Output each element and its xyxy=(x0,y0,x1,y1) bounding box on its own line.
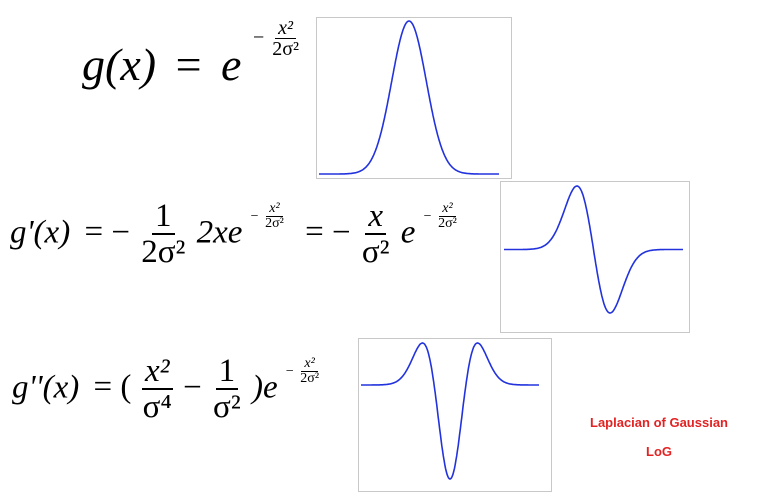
g2-exp-num: x² xyxy=(301,357,318,373)
g1-equals: = xyxy=(84,214,104,251)
g1-lhs: g'(x) xyxy=(10,214,71,251)
g2-lhs: g''(x) xyxy=(12,369,80,406)
g1-exp-num: x² xyxy=(266,202,283,218)
g1-fraction2: x σ² xyxy=(359,200,393,270)
g2-exp-den: 2σ² xyxy=(300,371,320,387)
g1-equals2: = xyxy=(305,214,324,251)
g1-fraction1: 1 2σ² xyxy=(138,200,188,270)
second-derivative-equation: g''(x) = ( x² σ⁴ − 1 σ² )e − x² 2σ² xyxy=(12,355,322,425)
log-annotation-abbrev: LoG xyxy=(646,444,672,459)
g1-exp2-fraction: x² 2σ² xyxy=(435,202,460,232)
g-exp-num: x² xyxy=(275,18,297,40)
g-lhs: g(x) xyxy=(82,39,157,90)
g2-exp-fraction: x² 2σ² xyxy=(297,357,322,387)
g1-f2-num: x xyxy=(365,200,386,235)
first-derivative-equation: g'(x) = − 1 2σ² 2xe − x² 2σ² = − x σ² e … xyxy=(10,200,460,270)
g1-exp2-num: x² xyxy=(439,202,456,218)
gaussian-plot-svg xyxy=(319,20,499,175)
gaussian-equation: g(x) = e − x² 2σ² xyxy=(82,18,302,96)
g1-exp-fraction: x² 2σ² xyxy=(262,202,287,232)
g2-f1-num: x² xyxy=(141,355,173,390)
g1-f1-den: 2σ² xyxy=(141,234,186,270)
g2-open: = ( xyxy=(93,369,132,406)
g-exp-fraction: x² 2σ² xyxy=(269,18,302,60)
g2-f1-den: σ⁴ xyxy=(142,389,172,425)
g2-f2-den: σ² xyxy=(213,389,241,425)
g2-fraction1: x² σ⁴ xyxy=(140,355,175,425)
g1-minus1: − xyxy=(111,214,130,251)
g1-f1-num: 1 xyxy=(152,200,175,235)
g1-mid: 2xe xyxy=(196,214,243,251)
second-derivative-plot-svg xyxy=(361,342,539,480)
g1-exponent2: − x² 2σ² xyxy=(424,202,460,232)
g1-exp2-sign: − xyxy=(423,209,432,225)
g2-fraction2: 1 σ² xyxy=(210,355,244,425)
g2-exponent: − x² 2σ² xyxy=(286,357,322,387)
g1-exp-sign: − xyxy=(250,209,259,225)
g1-exponent: − x² 2σ² xyxy=(251,202,287,232)
g-equals: = xyxy=(175,39,202,90)
g2-close: )e xyxy=(251,369,278,406)
g1-f2-den: σ² xyxy=(361,234,390,270)
g2-minus: − xyxy=(183,369,202,406)
g1-base2: e xyxy=(400,214,416,251)
first-derivative-plot xyxy=(500,181,690,333)
g2-exp-sign: − xyxy=(285,364,294,380)
g1-exp2-den: 2σ² xyxy=(438,216,457,232)
g-exp-den: 2σ² xyxy=(272,38,299,61)
g-exp-sign: − xyxy=(252,27,265,49)
first-derivative-plot-svg xyxy=(504,185,683,314)
first-derivative-curve xyxy=(504,185,683,314)
gaussian-curve xyxy=(319,20,499,175)
g-base: e xyxy=(221,39,242,90)
g-exponent: − x² 2σ² xyxy=(253,18,302,60)
gaussian-plot xyxy=(316,17,512,179)
log-annotation-title: Laplacian of Gaussian xyxy=(590,415,728,430)
g2-f2-num: 1 xyxy=(215,355,239,390)
second-derivative-curve xyxy=(361,342,539,480)
g1-minus2: − xyxy=(331,214,351,251)
second-derivative-plot xyxy=(358,338,552,492)
g1-exp-den: 2σ² xyxy=(265,216,284,232)
